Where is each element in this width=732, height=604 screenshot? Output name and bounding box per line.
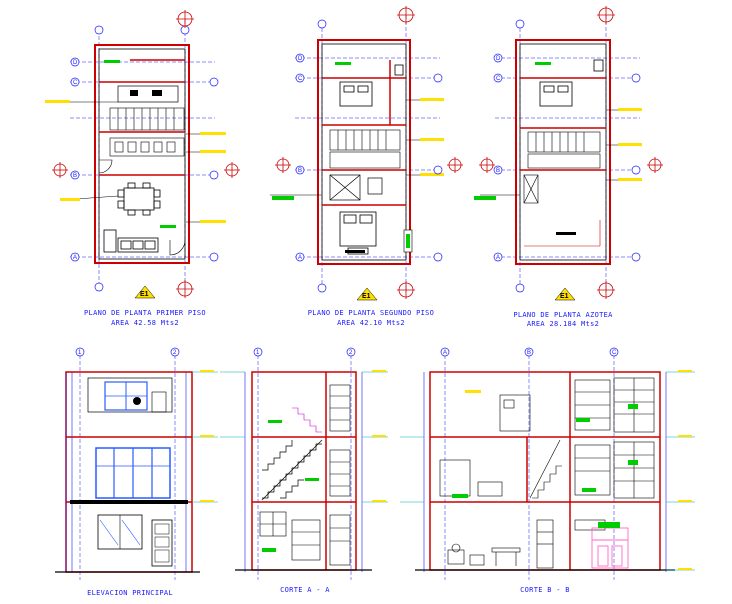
plan2-area: AREA 42.10 Mts2 xyxy=(337,319,405,327)
elevation-title: ELEVACION PRINCIPAL xyxy=(87,589,173,597)
elevation-mark-2: E1 xyxy=(362,293,371,300)
elevation-mark-3: E1 xyxy=(560,293,569,300)
plan-second-floor xyxy=(270,6,463,301)
axis-label: A xyxy=(443,350,447,356)
axis-label: C xyxy=(73,80,78,86)
axis-label: A xyxy=(73,255,77,261)
axis-labels: A B C D A B C D A B C D 1 2 1 2 A B C xyxy=(73,56,617,356)
axis-label: B xyxy=(73,173,77,179)
section-b-title: CORTE B - B xyxy=(520,586,570,594)
section-a-a xyxy=(220,347,388,580)
axis-label: D xyxy=(298,56,303,62)
axis-label: 1 xyxy=(256,350,260,356)
section-a-title: CORTE A - A xyxy=(280,586,330,594)
axis-label: 2 xyxy=(173,350,177,356)
plan1-area: AREA 42.58 Mts2 xyxy=(111,319,179,327)
axis-label: C xyxy=(298,76,303,82)
axis-label: B xyxy=(298,168,302,174)
axis-label: B xyxy=(527,350,531,356)
axis-label: A xyxy=(298,255,302,261)
axis-label: B xyxy=(496,168,500,174)
elevation-mark-1: E1 xyxy=(140,291,149,298)
axis-label: A xyxy=(496,255,500,261)
plan-first-floor xyxy=(45,10,240,299)
axis-label: C xyxy=(496,76,501,82)
axis-label: C xyxy=(612,350,617,356)
axis-label: D xyxy=(496,56,501,62)
plan2-title: PLANO DE PLANTA SEGUNDO PISO xyxy=(307,309,435,317)
axis-label: 1 xyxy=(78,350,82,356)
plan1-title: PLANO DE PLANTA PRIMER PISO xyxy=(84,309,206,317)
axis-label: D xyxy=(73,60,78,66)
section-b-b xyxy=(400,347,695,580)
front-elevation xyxy=(55,347,218,580)
axis-label: 2 xyxy=(349,350,353,356)
plan3-area: AREA 28.184 Mts2 xyxy=(526,320,600,328)
plan-roof xyxy=(474,6,663,301)
plan3-title: PLANO DE PLANTA AZOTEA xyxy=(513,311,613,319)
